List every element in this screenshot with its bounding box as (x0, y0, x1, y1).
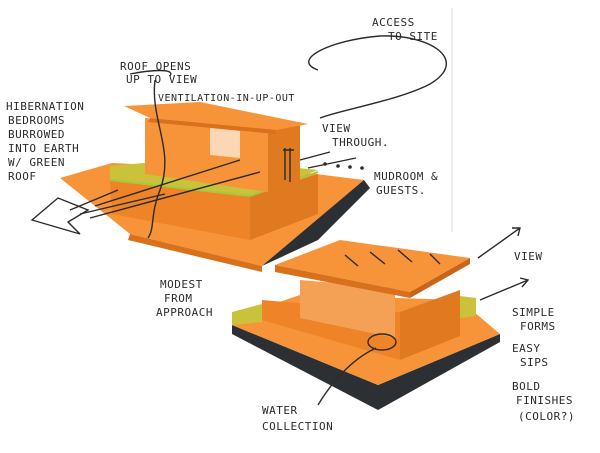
cistern-mark (367, 333, 397, 351)
note-hib-2: BEDROOMS (8, 114, 65, 127)
note-view: VIEW (514, 250, 543, 263)
annotation-view-through: VIEW THROUGH. (322, 122, 389, 149)
note-view-through-1: VIEW (322, 122, 351, 135)
lower-roof (275, 240, 470, 292)
note-hib-5: W/ GREEN (8, 156, 65, 169)
annotation-water: WATER COLLECTION (262, 404, 333, 433)
upper-slab-edge (128, 234, 262, 272)
mudroom-dots (323, 162, 364, 170)
note-feature-4: SIPS (520, 356, 549, 369)
note-hib-1: HIBERNATION (6, 100, 84, 113)
note-water-1: WATER (262, 404, 298, 417)
note-mudroom-2: GUESTS. (376, 184, 426, 197)
sight-lines (69, 159, 261, 219)
annotation-access: ACCESS TO SITE (372, 16, 438, 43)
lower-volume-front (110, 180, 250, 240)
water-leader (317, 347, 377, 406)
lower-roof-edge-side (410, 258, 470, 298)
lower-pencil-lines (317, 227, 530, 406)
note-ventilation: VENTILATION-IN-UP-OUT (158, 93, 295, 104)
annotation-hibernation: HIBERNATION BEDROOMS BURROWED INTO EARTH… (6, 100, 84, 183)
note-water-2: COLLECTION (262, 420, 333, 433)
roof-leader (147, 79, 166, 239)
note-hib-4: INTO EARTH (8, 142, 79, 155)
shed-roof (124, 102, 308, 130)
note-feature-2: FORMS (520, 320, 556, 333)
note-modest-3: APPROACH (156, 306, 213, 319)
note-roof-2: UP TO VIEW (126, 73, 197, 86)
annotation-features: SIMPLE FORMS EASY SIPS BOLD FINISHES (CO… (512, 306, 575, 423)
upper-base-shadow (262, 180, 370, 266)
upper-volume-side (268, 122, 300, 192)
lower-base-shadow (232, 325, 500, 410)
access-swoosh (308, 35, 447, 119)
note-access-1: ACCESS (372, 16, 415, 29)
note-hib-3: BURROWED (8, 128, 65, 141)
note-view-through-2: THROUGH. (332, 136, 389, 149)
approach-arrow (30, 197, 90, 235)
roof-slope-arrows (344, 249, 441, 267)
roof-note-tick (129, 69, 172, 77)
note-mudroom-1: MUDROOM & (374, 170, 438, 183)
upper-house-model (60, 102, 370, 272)
view-lines (299, 151, 357, 169)
lower-house-model (232, 240, 500, 410)
view-arrow-up (477, 227, 521, 259)
lower-roof-edge-front (275, 265, 410, 298)
view-opening (210, 128, 240, 158)
lower-green-left (232, 304, 262, 325)
note-roof-1: ROOF OPENS (120, 60, 191, 73)
annotation-view: VIEW (514, 250, 543, 263)
lower-green-right (460, 296, 476, 318)
note-feature-6: FINISHES (516, 394, 573, 407)
green-roof-edge (109, 179, 251, 197)
note-feature-5: BOLD (512, 380, 541, 393)
shed-roof-edge (148, 118, 276, 134)
note-access-2: TO SITE (388, 30, 438, 43)
porch-recess (300, 280, 395, 338)
annotation-mudroom: MUDROOM & GUESTS. (374, 170, 438, 197)
annotation-modest: MODEST FROM APPROACH (156, 278, 213, 319)
note-hib-6: ROOF (8, 170, 37, 183)
door-mark (283, 148, 294, 182)
annotation-roof-opens: ROOF OPENS UP TO VIEW VENTILATION-IN-UP-… (120, 60, 295, 104)
note-feature-1: SIMPLE (512, 306, 555, 319)
view-arrow-right (479, 277, 530, 301)
note-feature-3: EASY (512, 342, 541, 355)
lower-volume-side (400, 290, 460, 360)
note-feature-7: (COLOR?) (518, 410, 575, 423)
note-modest-1: MODEST (160, 278, 203, 291)
note-modest-2: FROM (164, 292, 193, 305)
upper-pencil-lines (30, 35, 447, 239)
